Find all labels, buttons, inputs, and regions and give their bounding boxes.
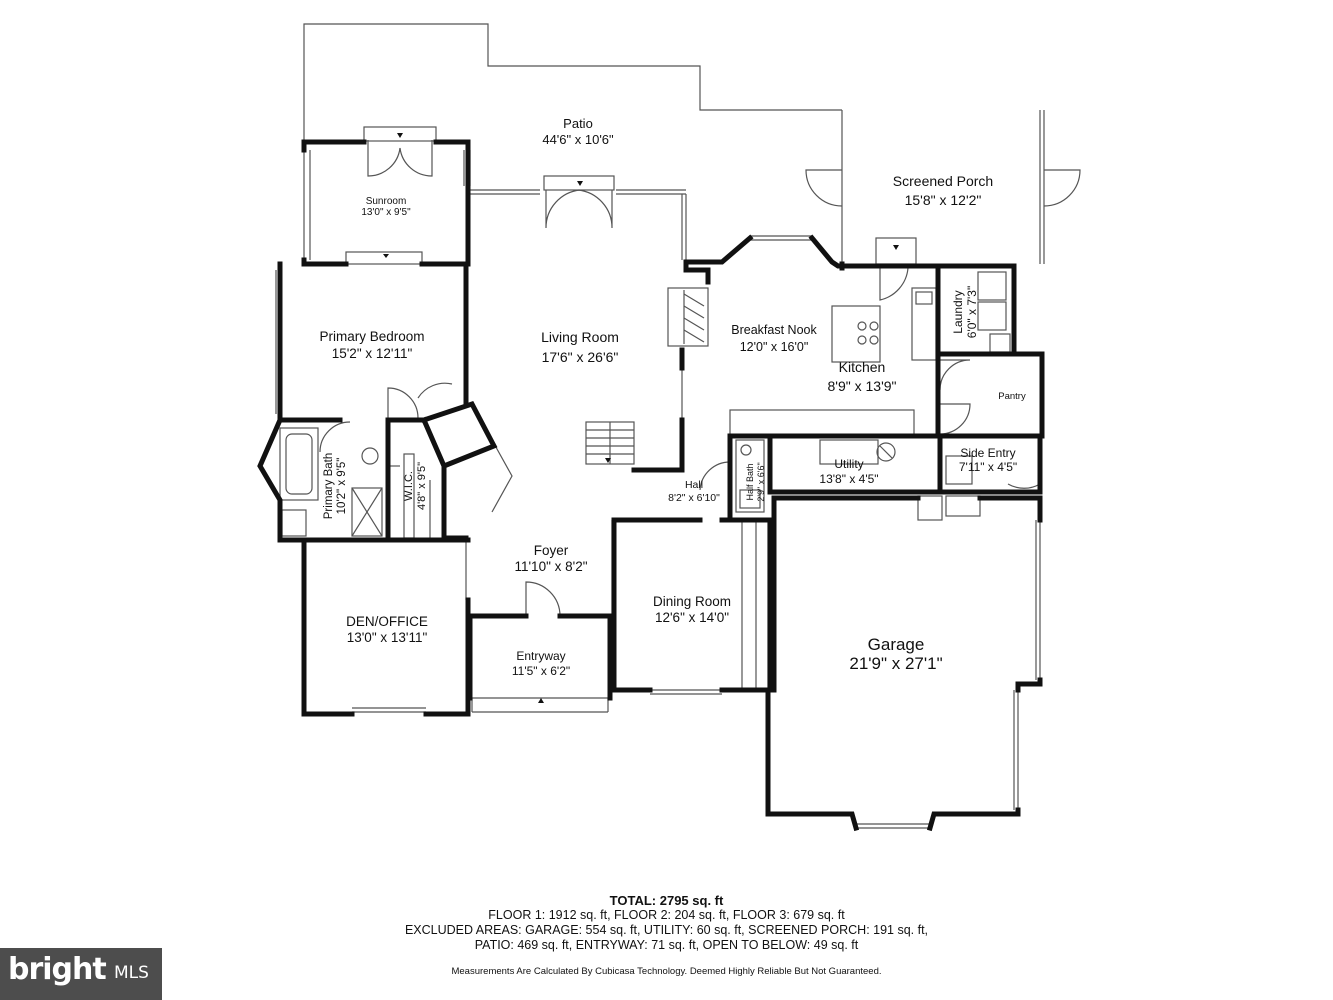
patio-outline (303, 23, 842, 140)
direction-markers (383, 133, 899, 703)
logo-mls: MLS (114, 963, 149, 983)
primary-bath-name: Primary Bath (323, 453, 335, 519)
dining-room-dims: 12'6" x 14'0" (655, 610, 729, 625)
kitchen-name: Kitchen (839, 359, 886, 375)
garage-dims: 21'9" x 27'1" (849, 654, 942, 673)
bright-mls-logo: bright MLS (0, 948, 162, 1000)
entryway-dims: 11'5" x 6'2" (512, 664, 570, 678)
side-entry-name: Side Entry (960, 446, 1015, 460)
total-area: TOTAL: 2795 sq. ft (609, 893, 724, 908)
half-bath-dims: 2'9" x 6'6" (756, 462, 766, 501)
excluded-areas-line-2: PATIO: 469 sq. ft, ENTRYWAY: 71 sq. ft, … (474, 938, 859, 952)
wic-dims: 4'8" x 9'5" (416, 462, 428, 510)
walls (257, 139, 1045, 832)
primary-bedroom-name: Primary Bedroom (319, 329, 424, 344)
pantry-name: Pantry (998, 391, 1026, 402)
sunroom-dims: 13'0" x 9'5" (361, 207, 411, 218)
primary-bath-dims: 10'2" x 9'5" (336, 458, 348, 515)
laundry-dims: 6'0" x 7'3" (965, 286, 979, 338)
hall-name: Hall (685, 479, 703, 491)
foyer-dims: 11'10" x 8'2" (514, 559, 587, 574)
kitchen-dims: 8'9" x 13'9" (828, 378, 897, 394)
side-entry-dims: 7'11" x 4'5" (959, 460, 1017, 474)
utility-name: Utility (834, 457, 863, 471)
floor-areas: FLOOR 1: 1912 sq. ft, FLOOR 2: 204 sq. f… (488, 908, 845, 922)
room-labels: Patio 44'6" x 10'6" Screened Porch 15'8"… (319, 116, 1025, 678)
floor-plan: Patio 44'6" x 10'6" Screened Porch 15'8"… (257, 23, 1081, 832)
measurement-disclaimer: Measurements Are Calculated By Cubicasa … (451, 966, 882, 977)
excluded-areas-line-1: EXCLUDED AREAS: GARAGE: 554 sq. ft, UTIL… (404, 923, 929, 937)
laundry-name: Laundry (951, 290, 965, 333)
living-room-dims: 17'6" x 26'6" (542, 349, 619, 365)
den-office-dims: 13'0" x 13'11" (347, 630, 428, 645)
foyer-name: Foyer (534, 543, 569, 558)
breakfast-nook-dims: 12'0" x 16'0" (740, 340, 809, 354)
patio-dims: 44'6" x 10'6" (542, 132, 614, 147)
wic-name: W.I.C. (403, 471, 415, 501)
den-office-name: DEN/OFFICE (346, 614, 428, 629)
entryway-name: Entryway (516, 649, 565, 663)
utility-dims: 13'8" x 4'5" (819, 472, 878, 486)
screened-porch-name: Screened Porch (893, 173, 993, 189)
hall-dims: 8'2" x 6'10" (668, 492, 720, 504)
dining-room-name: Dining Room (653, 594, 731, 609)
primary-bedroom-dims: 15'2" x 12'11" (332, 346, 413, 361)
sunroom-name: Sunroom (366, 196, 407, 207)
breakfast-nook-name: Breakfast Nook (731, 323, 817, 337)
half-bath-name: Half Bath (745, 463, 755, 500)
logo-brand: bright (8, 952, 107, 987)
garage-name: Garage (868, 635, 925, 654)
screened-porch-dims: 15'8" x 12'2" (905, 192, 982, 208)
living-room-name: Living Room (541, 329, 619, 345)
patio-name: Patio (563, 116, 593, 131)
